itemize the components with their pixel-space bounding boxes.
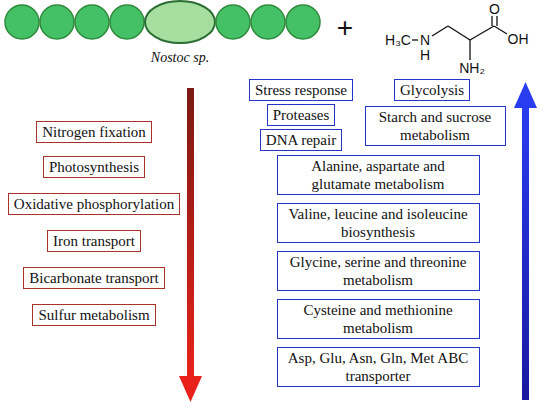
box-label: Glycine, serine and threonine metabolism <box>283 253 474 289</box>
process-box: Sulfur metabolism <box>32 304 155 326</box>
process-box: Glycine, serine and threonine metabolism <box>277 251 480 291</box>
process-box: Nitrogen fixation <box>36 121 152 143</box>
box-label: Iron transport <box>53 232 135 250</box>
box-label: Cysteine and methionine metabolism <box>283 301 474 337</box>
species-label: Nostoc sp. <box>151 51 209 65</box>
process-box: Bicarbonate transport <box>23 267 165 289</box>
atom-label: OH <box>508 32 529 46</box>
process-box: Cysteine and methionine metabolism <box>277 299 480 339</box>
process-box: Iron transport <box>47 230 141 252</box>
box-label: Proteases <box>273 106 330 124</box>
plus-sign: + <box>337 14 353 42</box>
box-label: Nitrogen fixation <box>42 123 146 141</box>
box-label: Oxidative phosphorylation <box>14 195 174 213</box>
process-box: Alanine, aspartate and glutamate metabol… <box>277 155 480 195</box>
box-label: Alanine, aspartate and glutamate metabol… <box>283 157 474 193</box>
atom-label: N <box>420 33 430 47</box>
atom-label: NH₂ <box>459 61 485 75</box>
box-label: Stress response <box>255 81 347 99</box>
box-label: Photosynthesis <box>49 158 139 176</box>
box-label: Valine, leucine and isoleucine biosynthe… <box>283 205 474 241</box>
process-box: Glycolysis <box>394 79 470 101</box>
nostoc-filament <box>5 1 320 43</box>
process-box: Valine, leucine and isoleucine biosynthe… <box>277 203 480 243</box>
decrease-arrow <box>179 88 202 402</box>
atom-label: H <box>420 48 430 62</box>
atom-label: H₃C <box>385 33 411 47</box>
box-label: Starch and sucrose metabolism <box>371 108 500 144</box>
atom-label: O <box>489 2 500 16</box>
box-label: Asp, Glu, Asn, Gln, Met ABC transporter <box>283 349 474 385</box>
process-box: DNA repair <box>260 129 342 151</box>
process-box: Asp, Glu, Asn, Gln, Met ABC transporter <box>277 347 480 387</box>
process-box: Photosynthesis <box>43 156 145 178</box>
process-box: Proteases <box>267 104 336 126</box>
box-label: DNA repair <box>266 131 336 149</box>
box-label: Sulfur metabolism <box>38 306 149 324</box>
increase-arrow <box>514 82 537 400</box>
box-label: Glycolysis <box>400 81 464 99</box>
process-box: Stress response <box>249 79 353 101</box>
process-box: Starch and sucrose metabolism <box>365 106 506 146</box>
process-box: Oxidative phosphorylation <box>8 193 180 215</box>
box-label: Bicarbonate transport <box>29 269 159 287</box>
